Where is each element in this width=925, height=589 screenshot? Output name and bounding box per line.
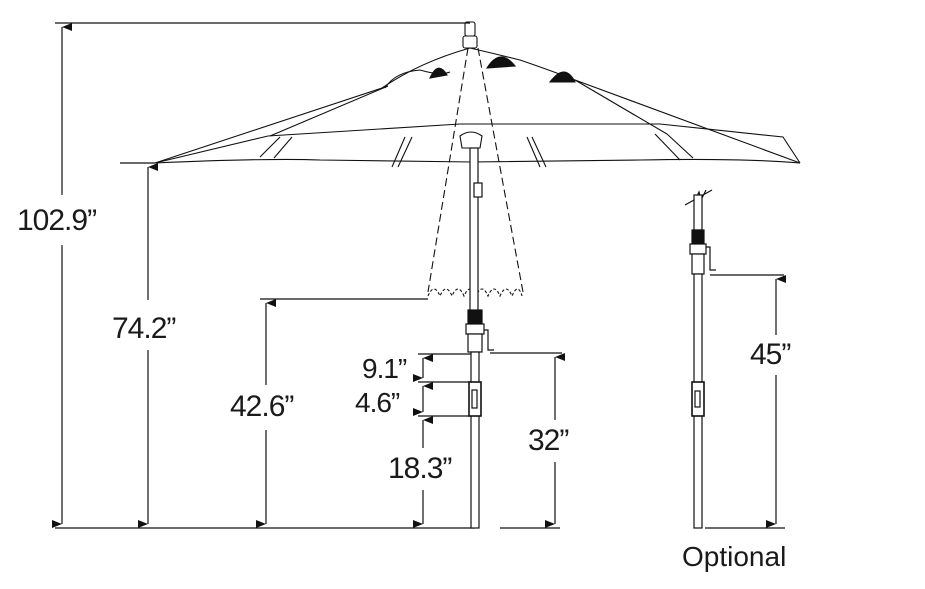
optional-pole xyxy=(684,189,716,529)
overall-height-label: 102.9” xyxy=(17,204,97,237)
upper-segment-label: 9.1” xyxy=(362,353,407,384)
main-pole xyxy=(465,147,494,529)
optional-crank-height-label: 45” xyxy=(750,338,791,371)
crank-height-label: 32” xyxy=(528,424,569,457)
closed-canopy-height-label: 42.6” xyxy=(230,390,294,423)
lower-segment-label: 18.3” xyxy=(388,452,452,485)
middle-segment-label: 4.6” xyxy=(355,387,400,418)
canopy-edge-height-label: 74.2” xyxy=(112,312,176,345)
optional-caption: Optional xyxy=(682,541,787,572)
